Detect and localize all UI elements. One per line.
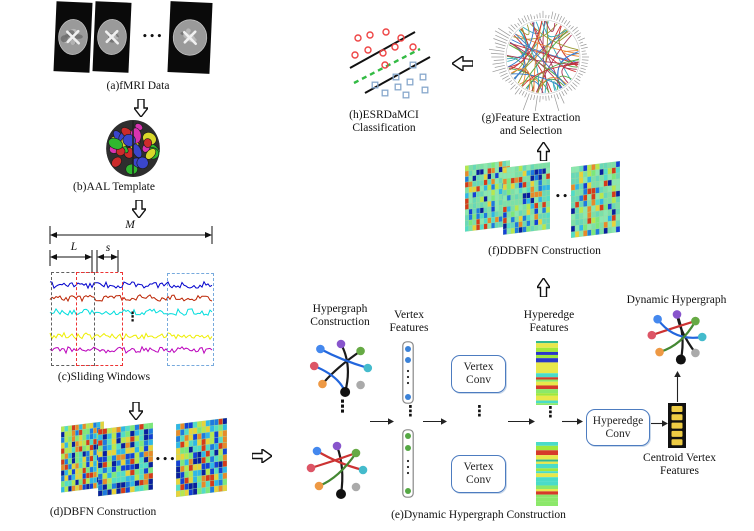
label-classification: (h)ESRDaMCI Classification — [339, 109, 429, 134]
hypergraph-drawing-2 — [304, 437, 370, 503]
flow-arrow-left-g-h — [452, 56, 473, 71]
vertical-ellipsis: ⋮ — [403, 402, 418, 420]
fmri-scan-image — [167, 1, 213, 74]
label-line: Hyperedge — [592, 414, 644, 427]
vertex-conv-box-1: Vertex Conv — [451, 355, 506, 393]
vertical-ellipsis: ⋮ — [126, 310, 139, 325]
flow-arrow-up-e-f — [537, 278, 550, 297]
aal-template-brain — [106, 120, 160, 178]
vertex-feature-bar-1 — [402, 341, 414, 404]
ellipsis-dots: ••• — [155, 455, 177, 465]
vertical-ellipsis: ⋮ — [543, 403, 558, 421]
label-line: Hyperedge — [523, 309, 575, 321]
label-line: Vertex — [463, 361, 494, 373]
flow-arrow-right-d-e — [252, 449, 272, 463]
label-dbfn-construction: (d)DBFN Construction — [49, 506, 157, 518]
ellipsis-dots: ••• — [142, 32, 164, 42]
label-ddbfn-construction: (f)DDBFN Construction — [488, 245, 601, 257]
classification-scatter-plot — [338, 20, 438, 105]
arrow-vertexfeatures-to-vertexconv — [423, 417, 447, 426]
flow-arrow-up-f-g — [537, 142, 550, 161]
label-line: Vertex — [393, 309, 424, 321]
dbfn-matrix — [61, 421, 104, 493]
fmri-scan-image — [53, 1, 93, 73]
label-feature-extraction: (g)Feature Extraction and Selection — [475, 112, 587, 137]
label-hypergraph-construction: Hypergraph Construction — [288, 303, 392, 328]
label-fmri-data: (a)fMRI Data — [106, 80, 170, 92]
dbfn-matrix — [98, 422, 153, 497]
dynamic-hypergraph-drawing — [645, 306, 709, 368]
label-dynamic-hypergraph-construction: (e)Dynamic Hypergraph Construction — [391, 509, 566, 521]
label-line: Conv — [605, 427, 631, 440]
sliding-window-signals — [45, 220, 215, 368]
label-line: (g)Feature Extraction — [481, 112, 581, 124]
fmri-scan-image — [92, 1, 132, 73]
hyperedge-conv-box: Hyperedge Conv — [586, 409, 650, 446]
connectome-circle-plot — [489, 3, 597, 111]
label-line: Vertex — [463, 461, 494, 473]
label-line: Conv — [466, 474, 491, 486]
hypergraph-drawing-1 — [307, 335, 375, 401]
label-aal-template: (b)AAL Template — [73, 181, 155, 193]
ellipsis-dots: ••• — [555, 192, 577, 202]
annotation-window-length: L — [70, 241, 78, 253]
label-line: (h)ESRDaMCI — [349, 109, 419, 121]
ddbfn-matrix — [571, 160, 620, 239]
flow-arrow-down-b-c — [132, 200, 146, 218]
sliding-window-box-2 — [76, 272, 123, 366]
label-sliding-windows: (c)Sliding Windows — [57, 371, 151, 383]
vertical-ellipsis: ⋮ — [334, 397, 351, 417]
label-line: and Selection — [499, 124, 563, 137]
arrow-hypergraph-to-vertexfeatures — [370, 417, 394, 426]
label-hyperedge-features: Hyperedge Features — [521, 309, 577, 334]
centroid-vertex-features-bar — [668, 403, 686, 448]
vertex-conv-box-2: Vertex Conv — [451, 455, 506, 493]
arrow-centroid-to-dynamichypergraph — [673, 371, 682, 402]
sliding-window-box-1 — [51, 272, 95, 366]
label-line: Classification — [352, 121, 416, 134]
label-centroid-vertex-features: Centroid Vertex Features — [632, 452, 727, 477]
label-line: Hypergraph — [312, 303, 368, 315]
vertex-feature-bar-2 — [402, 429, 414, 498]
sliding-window-box-3 — [167, 273, 214, 366]
flow-arrow-down-a-b — [134, 99, 148, 117]
ddbfn-matrix — [503, 162, 550, 235]
label-line: Conv — [466, 374, 491, 386]
arrow-hyperedgeconv-to-centroid — [651, 419, 668, 428]
label-line: Centroid Vertex — [643, 452, 716, 464]
label-vertex-features: Vertex Features — [383, 309, 435, 334]
hyperedge-feature-bar-2 — [536, 442, 558, 506]
arrow-vertexconv-to-hyperedgefeatures — [508, 417, 535, 426]
label-line: Features — [529, 321, 569, 334]
annotation-total-length: M — [125, 219, 135, 231]
label-line: Features — [389, 321, 429, 334]
dbfn-matrix — [176, 417, 227, 498]
arrow-hyperedgefeatures-to-hyperedgeconv — [562, 417, 583, 426]
label-line: Features — [660, 464, 699, 477]
hyperedge-feature-bar-1 — [536, 341, 558, 405]
label-line: Construction — [310, 315, 370, 328]
label-dynamic-hypergraph: Dynamic Hypergraph — [626, 294, 727, 306]
vertical-ellipsis: ⋮ — [472, 402, 487, 420]
annotation-stride: s — [105, 242, 111, 254]
flow-arrow-down-c-d — [129, 402, 143, 420]
